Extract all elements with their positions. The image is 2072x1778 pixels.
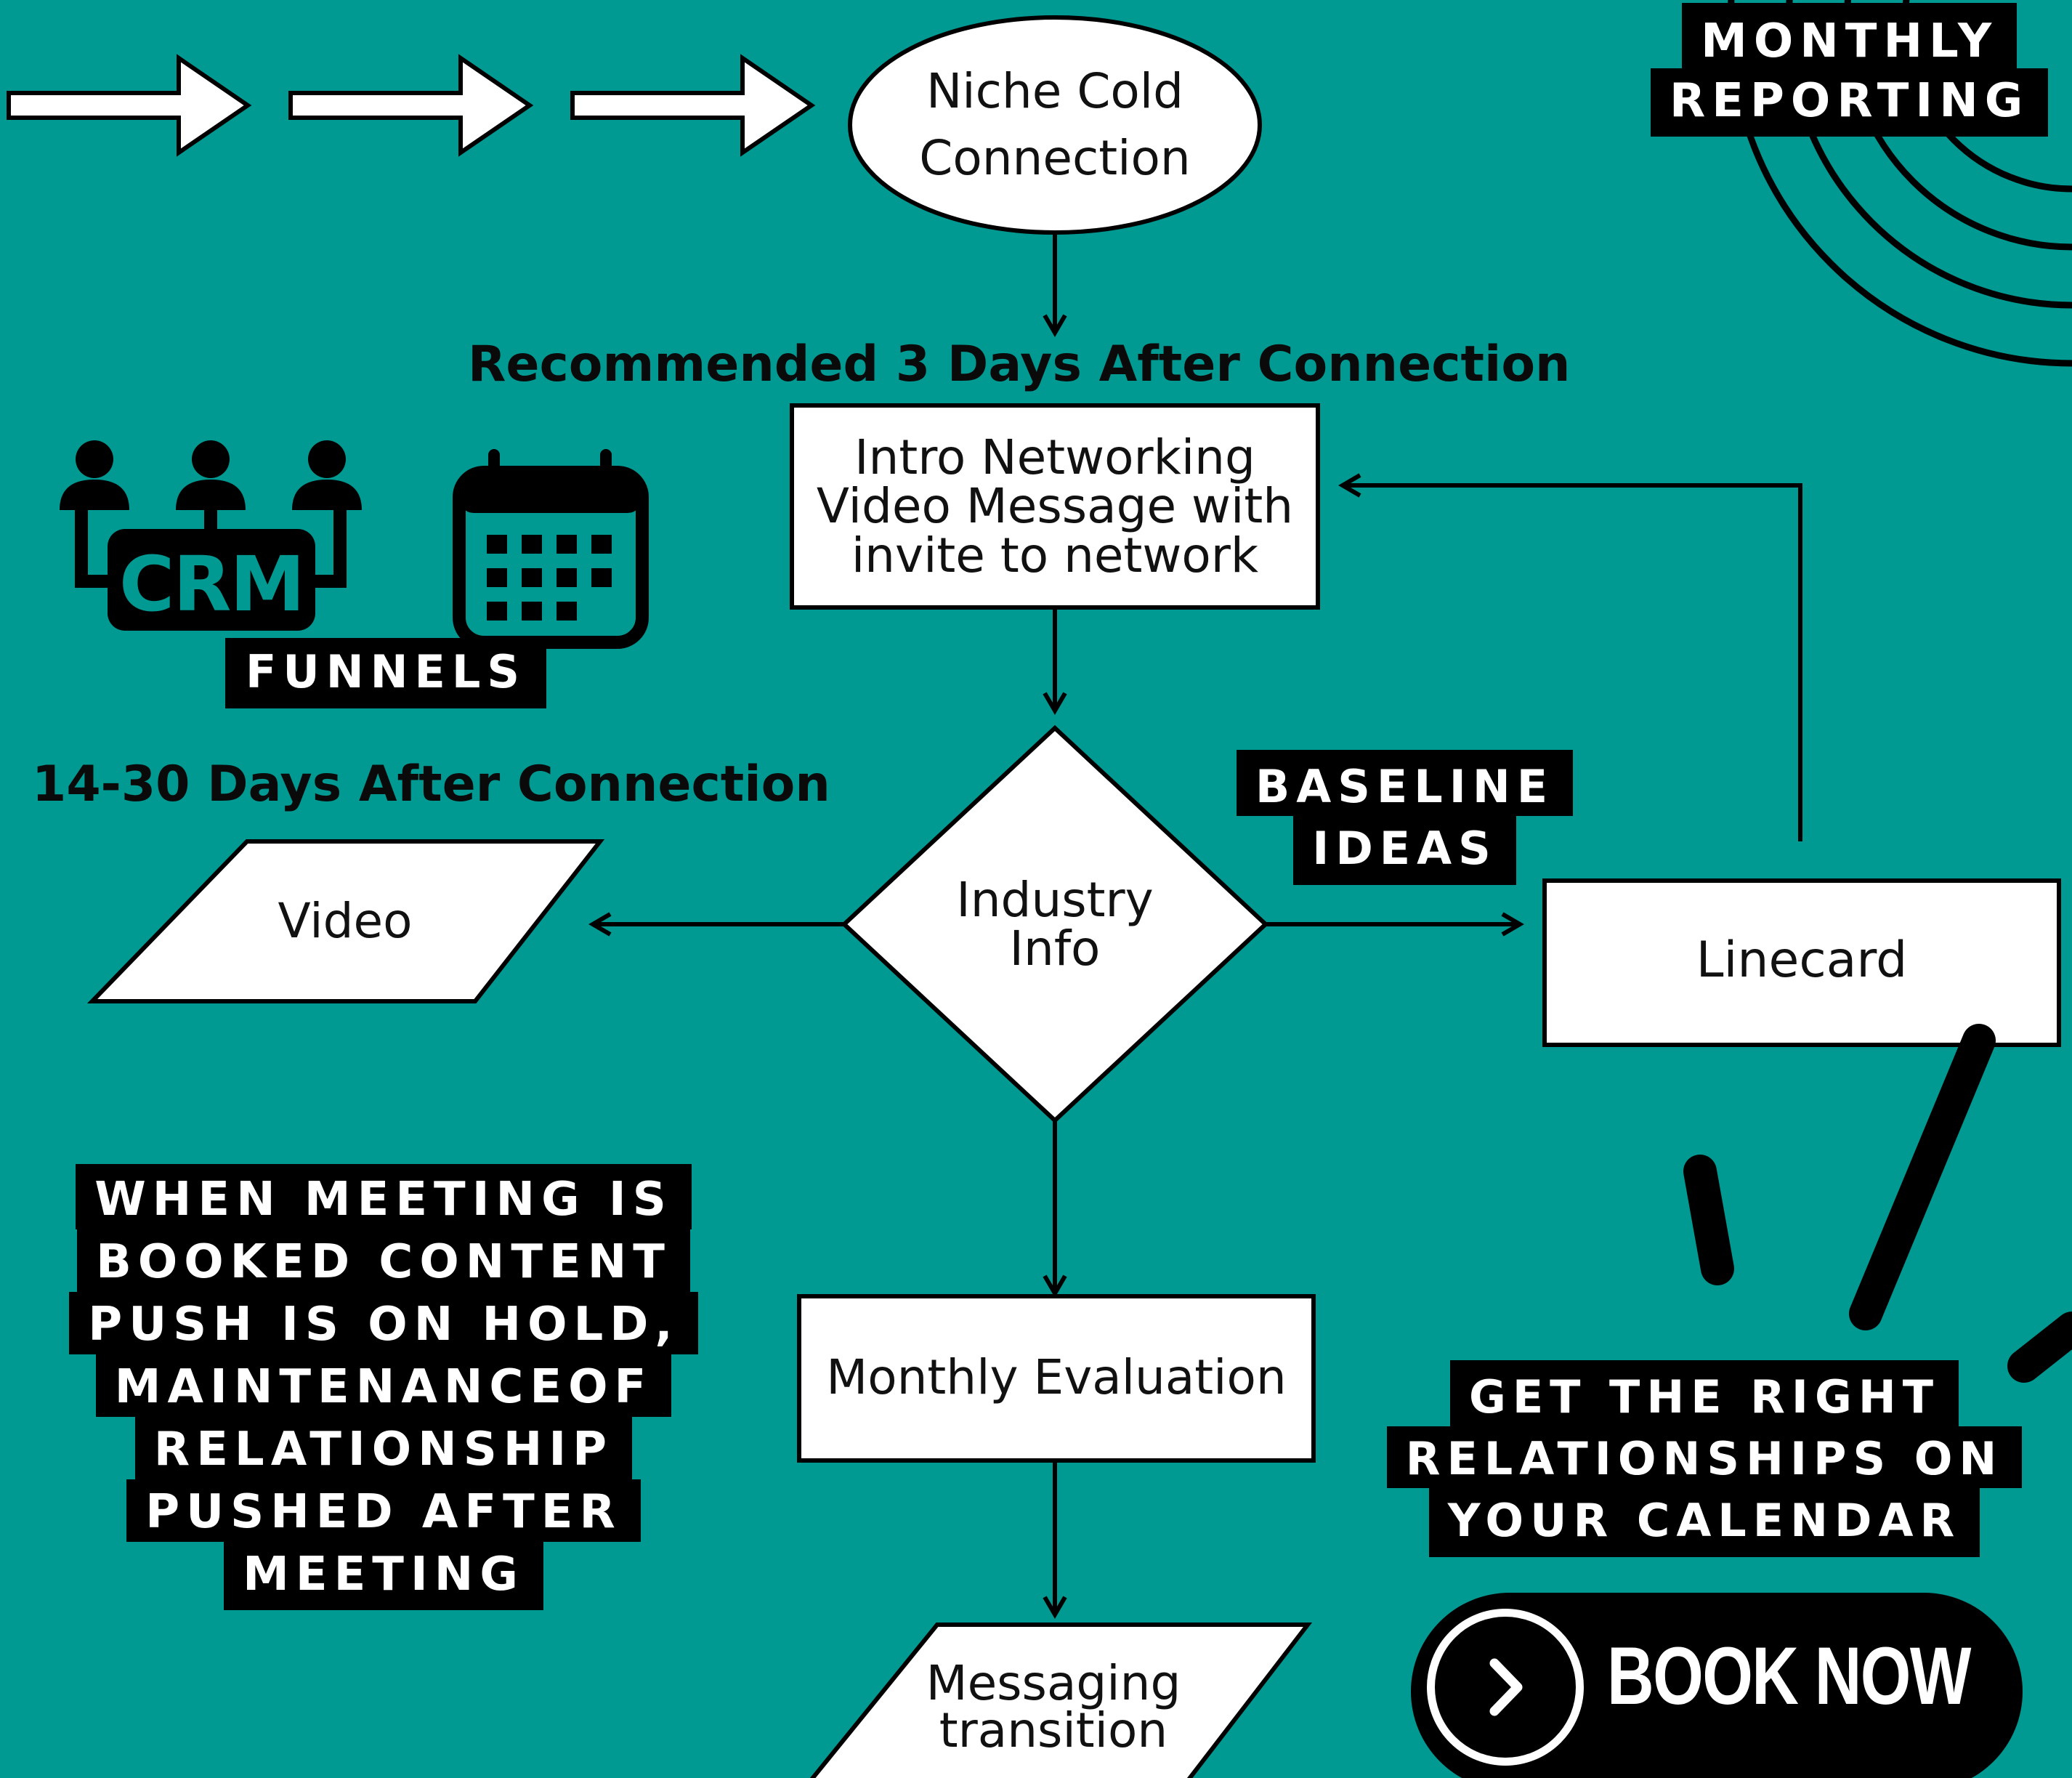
sparkle-strokes — [1683, 1024, 2072, 1383]
meeting-note-label: WHEN MEETING IS BOOKED CONTENT PUSH IS O… — [69, 1164, 698, 1610]
block-arrows — [7, 54, 816, 157]
crm-people-icon: CRM — [60, 440, 362, 631]
industry-info-diamond — [841, 724, 1269, 1124]
connectors — [588, 231, 1802, 1619]
meeting-note-line-4: MAINTENANCEOF — [95, 1354, 672, 1417]
niche-cold-connection-ellipse — [848, 15, 1262, 235]
get-right-line-3: YOUR CALENDAR — [1428, 1488, 1980, 1557]
meeting-note-line-1: WHEN MEETING IS — [76, 1164, 692, 1229]
baseline-ideas-label: BASELINE IDEAS — [1237, 750, 1574, 885]
crm-icon-text: CRM — [119, 540, 304, 629]
linecard-text: Linecard — [1696, 932, 1908, 990]
get-right-line-2: RELATIONSHIPS ON — [1386, 1426, 2023, 1488]
niche-cold-connection-text: Niche Cold Connection — [919, 62, 1191, 186]
industry-info-text: Industry Info — [956, 871, 1154, 977]
meeting-note-line-6: PUSHED AFTER — [126, 1479, 641, 1542]
monthly-reporting-line-2: REPORTING — [1651, 68, 2049, 137]
get-right-label: GET THE RIGHT RELATIONSHIPS ON YOUR CALE… — [1386, 1360, 2023, 1557]
chevron-right-icon — [1427, 1609, 1584, 1766]
book-now-label: BOOK NOW — [1607, 1630, 1971, 1721]
video-parallelogram — [86, 839, 605, 1003]
connector-linecard-to-intro — [1338, 473, 1802, 841]
messaging-transition-parallelogram — [809, 1623, 1313, 1778]
video-text: Video — [278, 893, 413, 950]
intro-networking-text: Intro Networking Video Message with invi… — [816, 429, 1294, 583]
recommended-heading: Recommended 3 Days After Connection — [468, 336, 1571, 393]
monthly-reporting-line-1: MONTHLY — [1682, 3, 2018, 68]
monthly-evaluation-box — [797, 1294, 1316, 1463]
linecard-box — [1542, 878, 2061, 1047]
block-arrow-2 — [288, 54, 534, 157]
meeting-note-line-7: MEETING — [224, 1542, 543, 1610]
baseline-ideas-line-1: BASELINE — [1237, 750, 1574, 816]
funnels-line-1: FUNNELS — [225, 638, 546, 708]
block-arrow-3 — [570, 54, 816, 157]
messaging-transition-text: Messaging transition — [926, 1655, 1181, 1758]
funnels-label: FUNNELS — [225, 638, 546, 708]
meeting-note-line-5: RELATIONSHIP — [134, 1417, 633, 1479]
get-right-line-1: GET THE RIGHT — [1449, 1360, 1959, 1426]
baseline-ideas-line-2: IDEAS — [1293, 816, 1516, 885]
monthly-evaluation-text: Monthly Evaluation — [826, 1349, 1287, 1406]
calendar-icon — [453, 449, 649, 649]
monthly-reporting-label: MONTHLY REPORTING — [1651, 3, 2049, 137]
meeting-note-line-2: BOOKED CONTENT — [77, 1229, 690, 1292]
meeting-note-line-3: PUSH IS ON HOLD, — [69, 1292, 698, 1354]
book-now-button[interactable]: BOOK NOW — [1411, 1593, 2023, 1778]
days-14-30-heading: 14-30 Days After Connection — [32, 756, 830, 813]
intro-networking-box — [790, 403, 1320, 610]
block-arrow-1 — [7, 54, 252, 157]
